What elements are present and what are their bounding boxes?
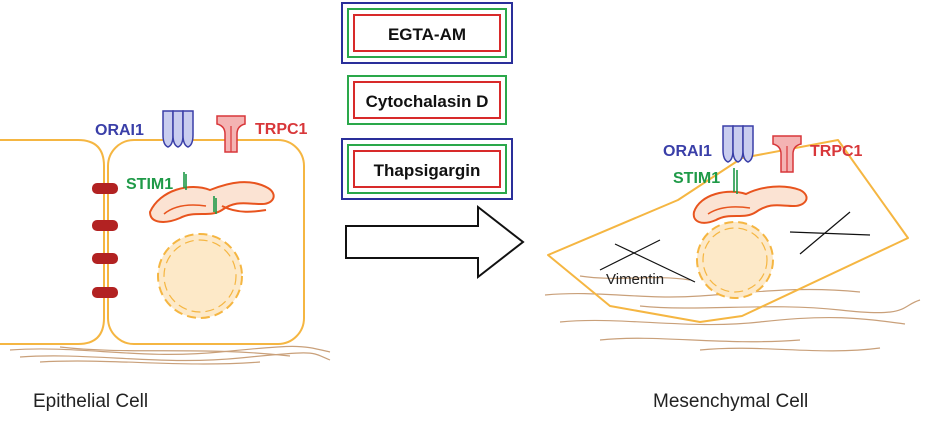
trpc1-label: TRPC1 xyxy=(810,143,863,160)
ecm-fibres-left xyxy=(9,345,331,365)
trpc1-label: TRPC1 xyxy=(255,121,308,138)
nucleus xyxy=(696,221,774,299)
endoplasmic-reticulum xyxy=(148,181,275,223)
treatment-box-thapsigargin: Thapsigargin xyxy=(341,138,513,200)
transition-arrow xyxy=(345,204,525,280)
tight-junctions xyxy=(92,183,118,298)
treatment-label: Thapsigargin xyxy=(374,161,481,180)
neighbour-cell-outline xyxy=(0,139,105,345)
trpc1-channel xyxy=(772,135,802,173)
stim1-label: STIM1 xyxy=(673,170,720,187)
treatment-label: EGTA-AM xyxy=(388,25,466,44)
junction xyxy=(92,253,118,264)
mesenchymal-cell: Vimentin ORAI1 TRPC1 STIM1 xyxy=(544,125,921,352)
vimentin-label: Vimentin xyxy=(606,271,664,288)
endoplasmic-reticulum xyxy=(692,185,808,224)
mesenchymal-cell-outline xyxy=(547,139,909,323)
junction xyxy=(92,183,118,194)
ecm-fibres-right xyxy=(544,275,921,352)
orai1-label: ORAI1 xyxy=(95,122,144,139)
caption-mesenchymal: Mesenchymal Cell xyxy=(653,391,808,412)
junction xyxy=(92,220,118,231)
treatment-box-cytochalasin: Cytochalasin D xyxy=(347,75,507,125)
nucleus xyxy=(157,233,243,319)
treatment-label: Cytochalasin D xyxy=(366,92,489,111)
trpc1-channel xyxy=(216,115,246,153)
stim1-protein xyxy=(183,172,217,214)
caption-epithelial: Epithelial Cell xyxy=(33,391,148,412)
epithelial-cells: ORAI1 TRPC1 STIM1 xyxy=(0,110,331,365)
orai1-label: ORAI1 xyxy=(663,143,712,160)
junction xyxy=(92,287,118,298)
treatment-boxes: EGTA-AM Cytochalasin D Thapsigargin xyxy=(341,2,513,200)
treatment-box-egta: EGTA-AM xyxy=(341,2,513,64)
orai1-channel xyxy=(162,110,194,148)
stim1-protein xyxy=(733,168,738,194)
epithelial-cell-outline xyxy=(107,139,305,345)
vimentin-filaments xyxy=(599,211,871,283)
stim1-label: STIM1 xyxy=(126,176,173,193)
orai1-channel xyxy=(722,125,754,163)
